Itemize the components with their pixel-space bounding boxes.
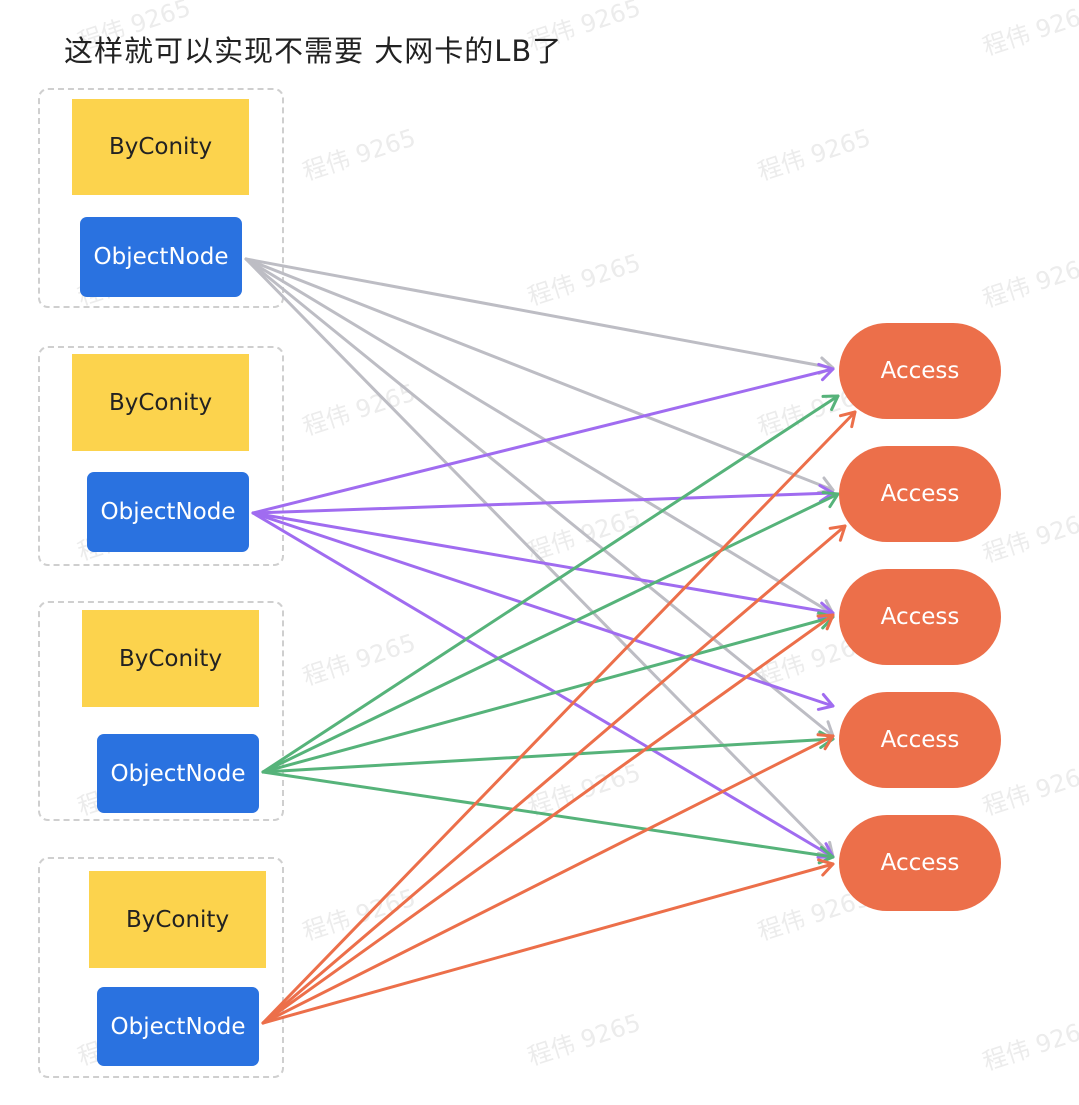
access-node: Access xyxy=(839,569,1001,665)
arrow-head-icon xyxy=(817,858,835,877)
arrow-head-icon xyxy=(821,491,840,509)
object-node-box: ObjectNode xyxy=(97,987,259,1066)
connection-arrow xyxy=(261,492,840,774)
connection-arrow xyxy=(251,511,835,615)
node-group xyxy=(38,857,284,1078)
byconity-box: ByConity xyxy=(89,871,266,968)
connection-arrow xyxy=(261,770,835,859)
connection-arrow xyxy=(261,394,840,774)
node-group xyxy=(38,601,284,821)
connection-arrow xyxy=(261,410,857,1025)
arrow-head-icon xyxy=(838,410,857,429)
connection-arrow xyxy=(251,491,835,515)
arrow-head-icon xyxy=(828,524,847,542)
access-node: Access xyxy=(839,446,1001,542)
connection-arrow xyxy=(244,257,835,492)
access-node: Access xyxy=(839,323,1001,419)
connection-arrow xyxy=(261,524,847,1025)
connection-arrow xyxy=(261,734,835,1025)
arrow-head-icon xyxy=(817,362,835,382)
connection-arrow xyxy=(261,613,835,1025)
connection-arrow xyxy=(261,737,835,774)
object-node-box: ObjectNode xyxy=(87,472,249,552)
object-node-box: ObjectNode xyxy=(80,217,242,297)
object-node-box: ObjectNode xyxy=(97,734,259,813)
diagram-title: 这样就可以实现不需要 大网卡的LB了 xyxy=(64,34,563,68)
node-group xyxy=(38,346,284,566)
access-node: Access xyxy=(839,815,1001,911)
connection-arrow xyxy=(251,511,835,859)
byconity-box: ByConity xyxy=(72,354,249,451)
node-group xyxy=(38,88,284,308)
connection-arrow xyxy=(244,257,835,616)
connection-arrow xyxy=(251,367,835,515)
connection-arrow xyxy=(261,615,835,774)
byconity-box: ByConity xyxy=(82,610,259,707)
connection-arrow xyxy=(244,257,835,859)
arrow-head-icon xyxy=(816,613,835,631)
arrow-head-icon xyxy=(816,733,835,751)
byconity-box: ByConity xyxy=(72,99,249,195)
connection-arrow xyxy=(244,257,835,738)
connection-arrow xyxy=(251,511,835,708)
connection-arrow xyxy=(244,257,835,370)
connection-arrow xyxy=(261,862,835,1025)
arrow-head-icon xyxy=(816,693,835,711)
arrow-head-icon xyxy=(821,394,840,412)
access-node: Access xyxy=(839,692,1001,788)
